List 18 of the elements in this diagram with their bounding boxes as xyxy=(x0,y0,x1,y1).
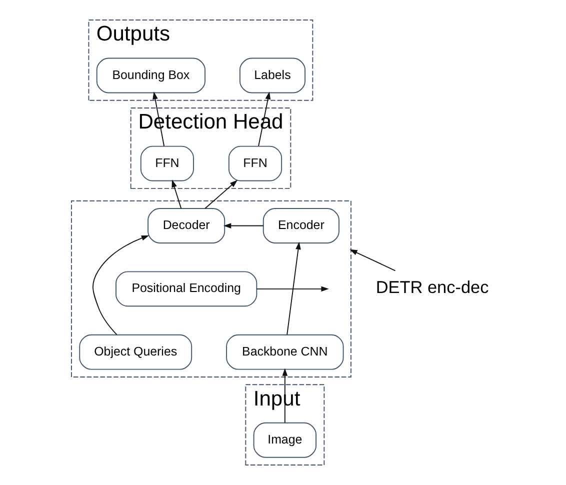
arrow xyxy=(286,242,301,336)
arrow xyxy=(350,249,396,272)
node-box: FFN xyxy=(228,146,282,182)
node-box: Encoder xyxy=(262,208,340,244)
node-box: Image xyxy=(253,422,316,458)
arrow xyxy=(172,180,182,209)
node-box: Labels xyxy=(239,58,306,94)
node-box: Positional Encoding xyxy=(116,271,258,307)
node-text: DETR enc-dec xyxy=(376,277,489,298)
node-box: Backbone CNN xyxy=(226,334,344,370)
node-box: Decoder xyxy=(148,208,226,244)
node-box: FFN xyxy=(140,146,194,182)
arrow xyxy=(92,235,150,336)
arrow xyxy=(204,180,238,209)
arrow xyxy=(223,223,264,228)
node-box: Bounding Box xyxy=(96,58,206,94)
arrow xyxy=(256,286,329,292)
node-box: Object Queries xyxy=(79,334,192,370)
